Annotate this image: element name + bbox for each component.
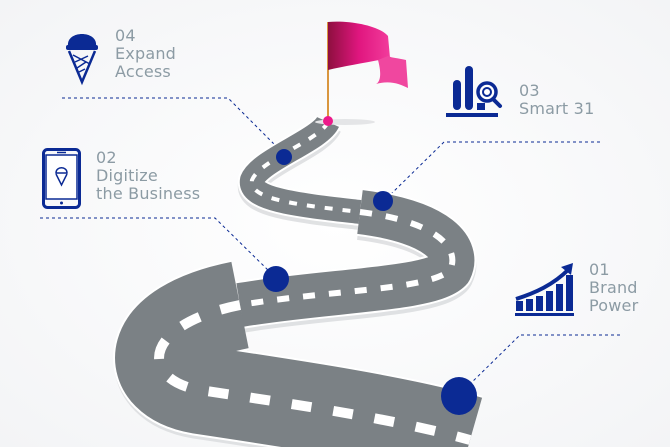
growth-chart-icon — [515, 263, 574, 316]
milestone-title: Expand — [115, 44, 177, 63]
milestone-title: Digitize — [96, 166, 158, 185]
milestone-title: the Business — [96, 184, 201, 203]
connector-01 — [465, 334, 620, 389]
milestone-number: 01 — [589, 260, 610, 279]
milestone-label-02: 02 Digitize the Business — [96, 149, 200, 203]
milestone-dot-04[interactable] — [276, 149, 292, 165]
connector-04 — [62, 97, 283, 153]
milestone-title: Brand — [589, 278, 638, 297]
milestone-title: Access — [115, 62, 171, 81]
milestone-label-04: 04 Expand Access — [115, 27, 176, 81]
flag — [315, 21, 408, 126]
analytics-search-icon — [446, 66, 502, 117]
connector-lines — [40, 97, 620, 389]
milestone-number: 02 — [96, 148, 117, 167]
connector-02 — [40, 217, 273, 275]
milestone-number: 03 — [519, 81, 540, 100]
ice-cream-icon — [66, 34, 98, 86]
milestone-label-01: 01 Brand Power — [589, 261, 638, 315]
milestone-title: Power — [589, 296, 639, 315]
connector-03 — [387, 141, 600, 198]
milestone-dot-01[interactable] — [441, 377, 477, 415]
milestone-dot-02[interactable] — [263, 266, 289, 292]
milestone-dot-03[interactable] — [373, 191, 393, 211]
lane-dashes — [154, 120, 472, 445]
milestone-label-03: 03 Smart 31 — [519, 82, 594, 118]
road — [113, 114, 483, 447]
milestone-number: 04 — [115, 26, 136, 45]
smartphone-icon — [42, 148, 81, 209]
milestone-title: Smart 31 — [519, 99, 595, 118]
